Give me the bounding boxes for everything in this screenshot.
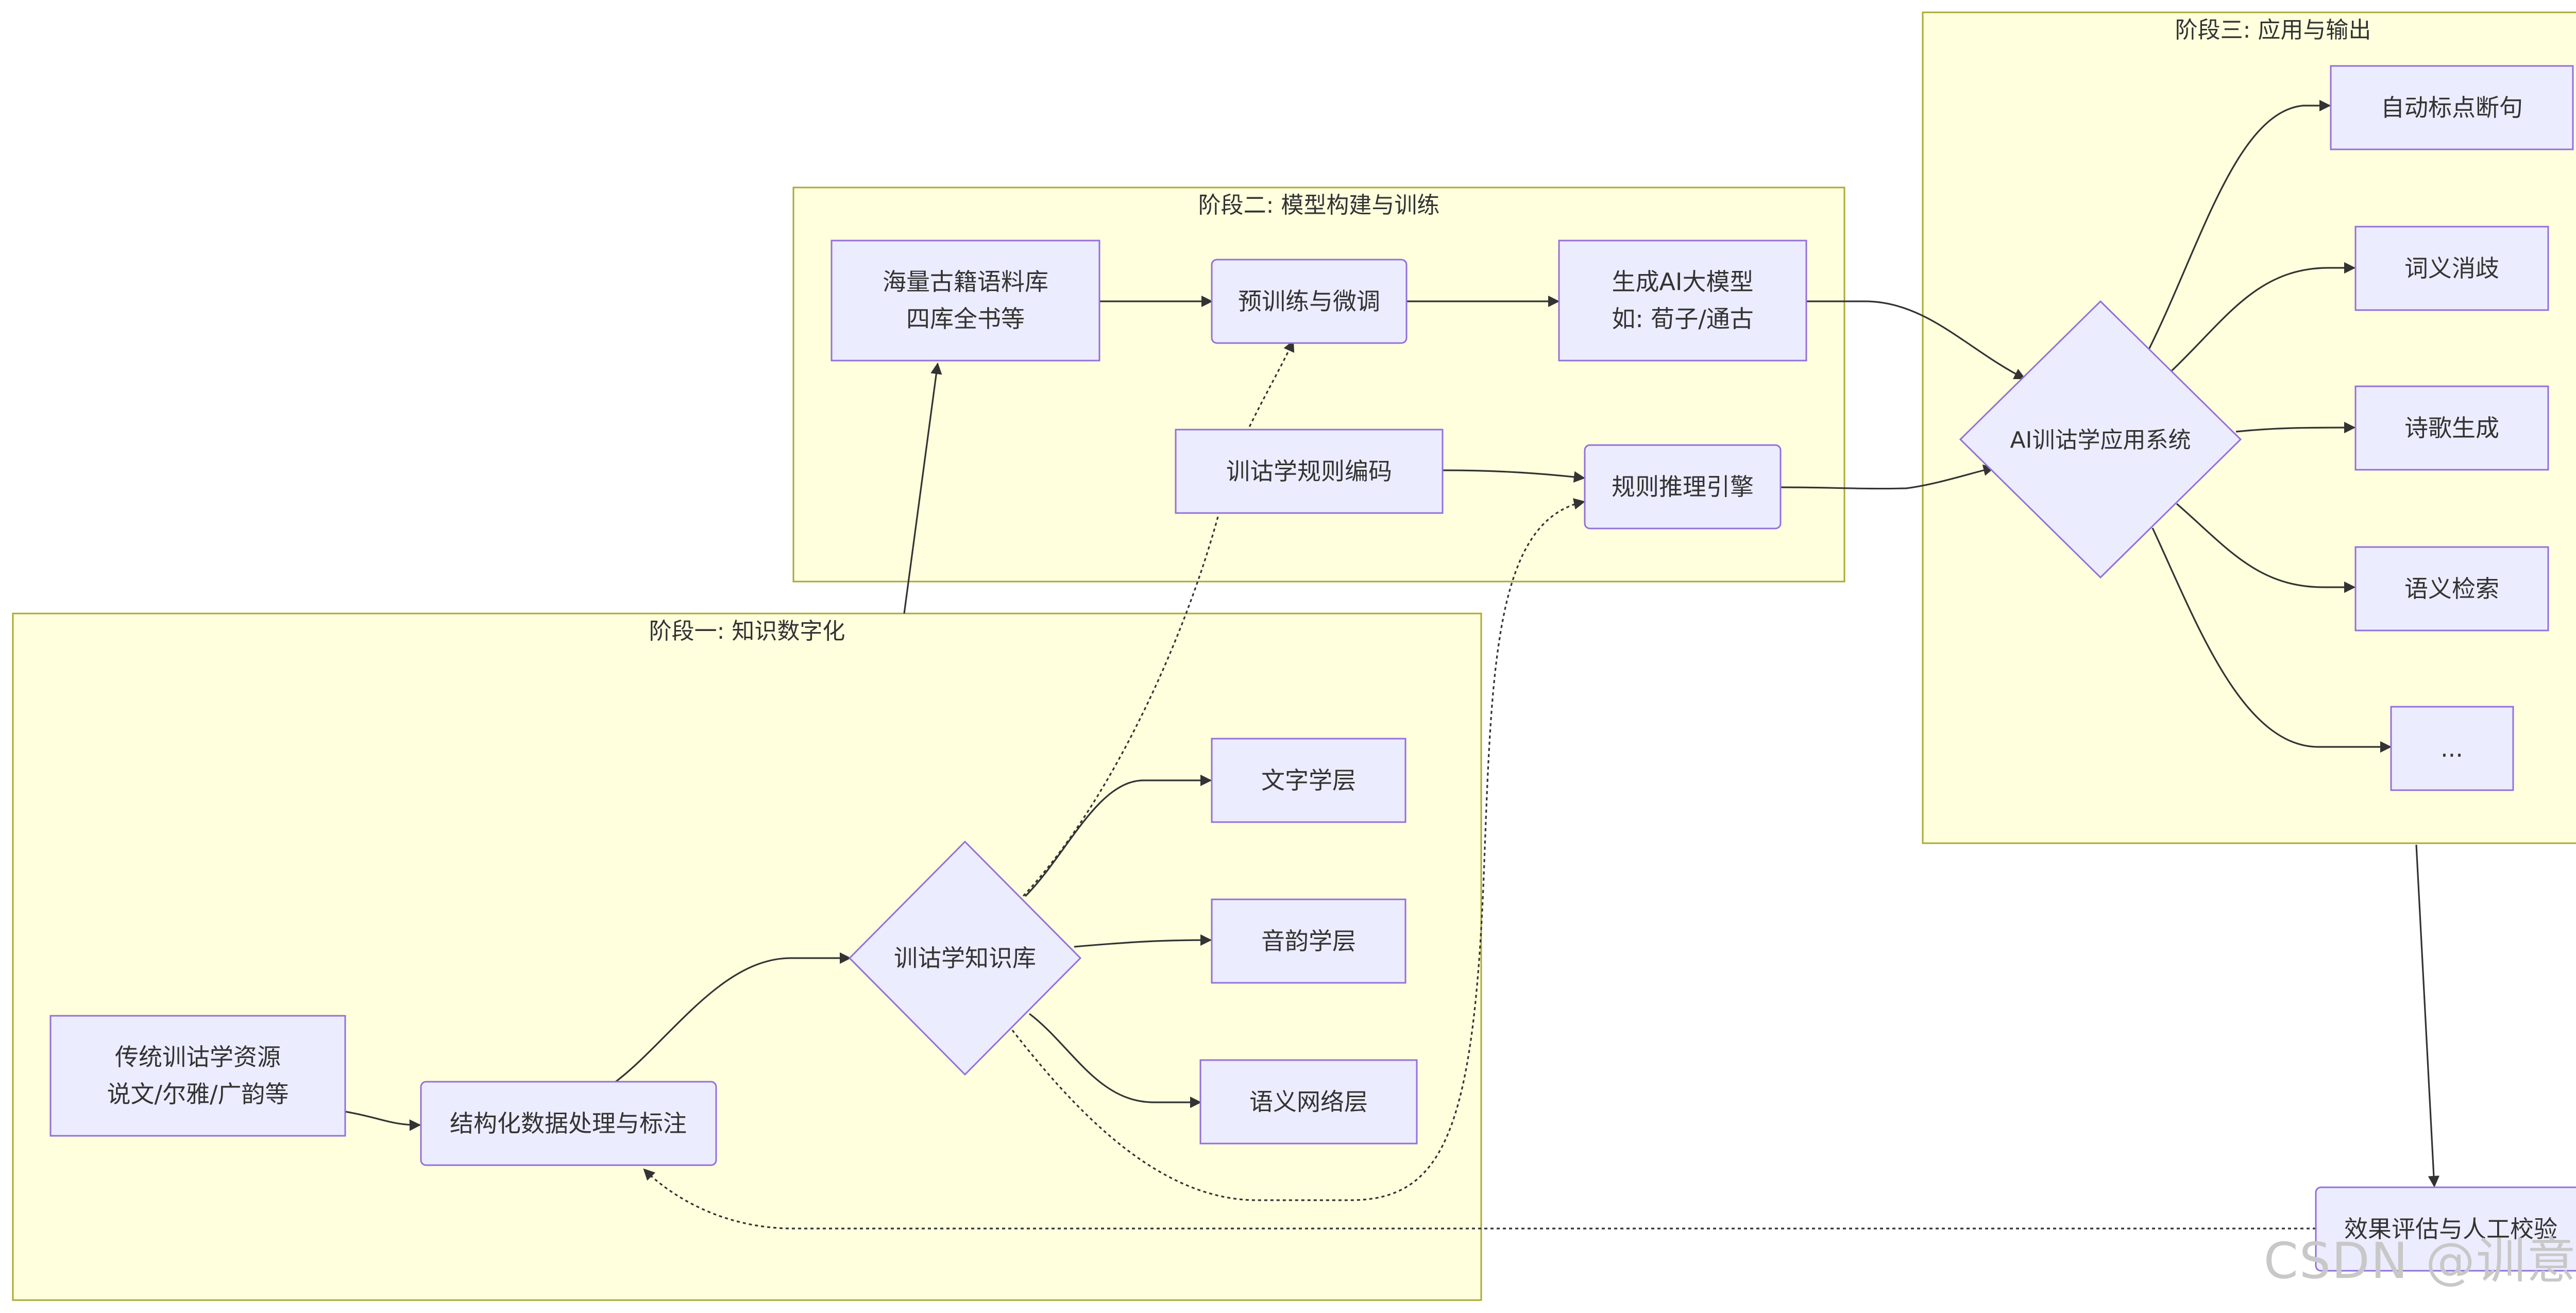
node-pretrain-finetune[interactable]: 预训练与微调: [1211, 259, 1408, 344]
edge-llm-app: [1806, 300, 2026, 380]
node-label: 训诂学规则编码: [1226, 457, 1392, 485]
node-poetry-generation[interactable]: 诗歌生成: [2354, 385, 2549, 471]
node-structured-processing[interactable]: 结构化数据处理与标注: [420, 1081, 717, 1166]
node-label: 语义检索: [2404, 575, 2499, 603]
edge-app-poem: [2235, 421, 2356, 434]
stage-2-title: 阶段二: 模型构建与训练: [1198, 192, 1440, 218]
edge-kb-engine: [1011, 498, 1586, 1201]
node-label: 预训练与微调: [1238, 287, 1380, 315]
node-label: 词义消歧: [2404, 254, 2499, 282]
node-yinyun-layer[interactable]: 音韵学层: [1211, 898, 1406, 984]
edge-app-wsd: [2171, 262, 2356, 372]
node-ai-application-system[interactable]: AI训诂学应用系统: [1959, 300, 2242, 579]
node-wenzi-layer[interactable]: 文字学层: [1211, 738, 1406, 823]
edge-kb-yuyi: [1029, 1013, 1202, 1109]
node-label: 诗歌生成: [2404, 414, 2499, 442]
edges: [345, 99, 2440, 1188]
edge-engine-app: [1780, 464, 1995, 490]
node-label: 效果评估与人工校验: [2344, 1215, 2557, 1243]
node-label: 训诂学知识库: [894, 944, 1036, 972]
edge-phase3-eval: [2415, 844, 2440, 1188]
node-label: ...: [2441, 735, 2463, 762]
node-semantic-search[interactable]: 语义检索: [2354, 546, 2549, 632]
node-label: 规则推理引擎: [1612, 473, 1754, 501]
edge-struct-kb: [615, 952, 852, 1083]
edge-kb-wenzi: [1024, 774, 1212, 897]
dotted-edges: [643, 339, 2316, 1230]
node-label: 自动标点断句: [2381, 94, 2523, 122]
edge-app-punct: [2147, 99, 2331, 351]
node-label: 音韵学层: [1261, 927, 1356, 955]
node-ancient-corpus[interactable]: 海量古籍语料库 四库全书等: [831, 240, 1100, 362]
node-label-line: 传统训诂学资源: [115, 1043, 281, 1071]
node-semantic-network-layer[interactable]: 语义网络层: [1199, 1059, 1418, 1145]
node-label-line: 如: 荀子/通古: [1612, 305, 1754, 333]
stage-1-title: 阶段一: 知识数字化: [649, 618, 845, 644]
watermark: CSDN @训意学: [2263, 1232, 2576, 1290]
edge-kb-yinyun: [1074, 934, 1212, 948]
node-evaluation[interactable]: 效果评估与人工校验: [2315, 1186, 2576, 1272]
edge-kb-pretrain: [1018, 339, 1295, 901]
node-word-sense-disambiguation[interactable]: 词义消歧: [2354, 226, 2549, 311]
edge-app-search: [2176, 503, 2356, 593]
node-label: 结构化数据处理与标注: [450, 1110, 687, 1137]
node-rule-inference-engine[interactable]: 规则推理引擎: [1584, 444, 1782, 530]
node-label-line: 说文/尔雅/广韵等: [107, 1080, 289, 1108]
node-generative-llm[interactable]: 生成AI大模型 如: 荀子/通古: [1558, 240, 1807, 362]
edge-eval-struct: [643, 1168, 2316, 1230]
node-more[interactable]: ...: [2390, 706, 2514, 791]
node-label: AI训诂学应用系统: [2010, 427, 2191, 453]
node-label: 文字学层: [1261, 766, 1356, 794]
edge-phase1-corpus: [903, 362, 942, 614]
node-label-line: 生成AI大模型: [1612, 268, 1753, 296]
node-label-line: 海量古籍语料库: [883, 268, 1048, 296]
node-knowledge-base[interactable]: 训诂学知识库: [848, 840, 1082, 1076]
edge-app-more: [2151, 527, 2392, 753]
node-traditional-resources[interactable]: 传统训诂学资源 说文/尔雅/广韵等: [49, 1015, 346, 1137]
edge-trad-struct: [345, 1111, 421, 1131]
node-rule-encoding[interactable]: 训诂学规则编码: [1175, 429, 1444, 514]
stage-3-title: 阶段三: 应用与输出: [2175, 17, 2371, 43]
node-label-line: 四库全书等: [906, 305, 1025, 333]
node-auto-punctuation[interactable]: 自动标点断句: [2330, 65, 2574, 150]
node-label: 语义网络层: [1249, 1088, 1368, 1116]
edge-rules-engine: [1442, 469, 1586, 483]
